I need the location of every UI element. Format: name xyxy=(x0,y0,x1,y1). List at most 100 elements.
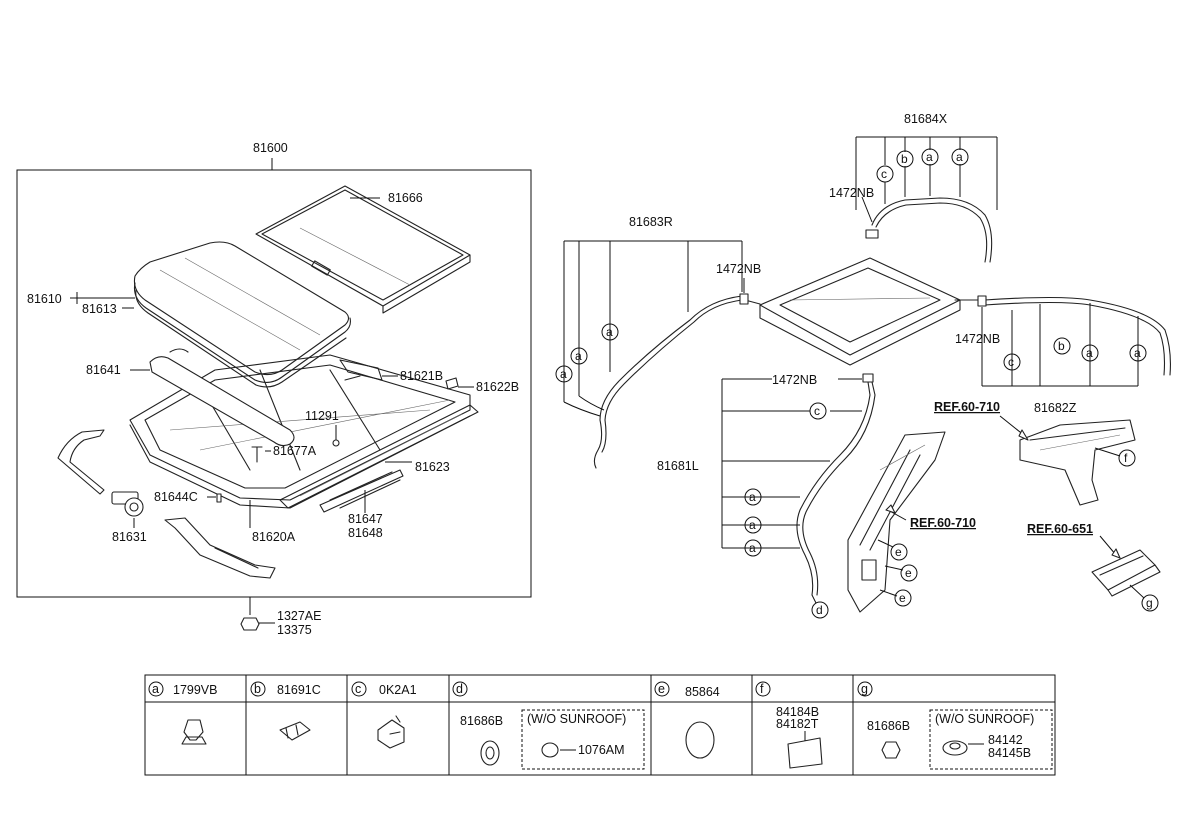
svg-text:a: a xyxy=(926,150,933,164)
grommet-d-icon xyxy=(480,740,500,766)
main-assembly: 81600 81666 81610 81613 xyxy=(16,141,532,637)
grommet-g-icon xyxy=(881,741,901,759)
legend-part-f1: 84184B xyxy=(776,705,819,719)
plug-e-icon xyxy=(685,721,715,759)
label-11291: 11291 xyxy=(305,409,339,423)
label-81681L: 81681L xyxy=(657,459,699,473)
label-81641: 81641 xyxy=(86,363,121,377)
svg-text:g: g xyxy=(1146,596,1153,610)
legend-cell-b: b 81691C xyxy=(250,681,321,741)
legend-part-a: 1799VB xyxy=(173,683,217,697)
label-1472NB-top: 1472NB xyxy=(829,186,874,200)
legend-key-b: b xyxy=(254,682,261,696)
glass-panel-drawing xyxy=(133,241,351,388)
motor-81631-drawing xyxy=(111,491,144,517)
clamp-top-drawing xyxy=(865,229,879,239)
legend-part-d: 81686B xyxy=(460,714,503,728)
drain-bracket-drawing xyxy=(57,429,105,495)
label-81666: 81666 xyxy=(388,191,423,205)
svg-text:a: a xyxy=(560,367,567,381)
legend-note-g: (W/O SUNROOF) xyxy=(935,712,1034,726)
label-81613: 81613 xyxy=(82,302,117,316)
svg-text:a: a xyxy=(749,541,756,555)
legend-key-a: a xyxy=(152,682,159,696)
ref-60-651: REF.60-651 xyxy=(1027,522,1093,536)
label-81648: 81648 xyxy=(348,526,383,540)
rear-body-drawing xyxy=(1019,419,1136,506)
legend-key-f: f xyxy=(760,682,764,696)
ref-60-710-mid: REF.60-710 xyxy=(910,516,976,530)
svg-text:a: a xyxy=(749,490,756,504)
label-1472NB-low: 1472NB xyxy=(772,373,817,387)
svg-text:b: b xyxy=(901,152,908,166)
svg-text:a: a xyxy=(1134,346,1141,360)
legend-part-g: 81686B xyxy=(867,719,910,733)
rail-81623-drawing xyxy=(279,404,479,509)
guide-rail-drawing xyxy=(319,469,404,513)
legend-note-part-d: 1076AM xyxy=(578,743,625,757)
legend-key-c: c xyxy=(355,682,361,696)
label-81621B: 81621B xyxy=(400,369,443,383)
bracket-60-651-drawing xyxy=(1091,549,1161,597)
label-81647: 81647 xyxy=(348,512,383,526)
clip-a-icon xyxy=(183,719,204,741)
ref-60-710-top: REF.60-710 xyxy=(934,400,1000,414)
callout-circles: c b a a a a a c b a a c a a a e e e d f … xyxy=(555,148,1159,619)
deflector-drawing xyxy=(149,348,295,447)
clamp-mid-drawing xyxy=(739,293,749,305)
clamp-low-drawing xyxy=(862,373,874,383)
legend-cell-e: e 85864 xyxy=(654,681,720,759)
label-81610: 81610 xyxy=(27,292,62,306)
label-1327AE: 1327AE xyxy=(277,609,321,623)
legend-part-c: 0K2A1 xyxy=(379,683,417,697)
bolt-81677a-drawing xyxy=(251,446,263,463)
label-81683R: 81683R xyxy=(629,215,673,229)
svg-text:c: c xyxy=(814,404,820,418)
legend-key-e: e xyxy=(658,682,665,696)
bracket-81621b-drawing xyxy=(339,359,383,381)
svg-text:c: c xyxy=(1008,355,1014,369)
lower-bracket-drawing xyxy=(164,517,276,579)
svg-text:e: e xyxy=(895,545,902,559)
svg-text:a: a xyxy=(1086,346,1093,360)
pad-f-icon xyxy=(787,737,823,769)
svg-text:c: c xyxy=(881,167,887,181)
svg-text:a: a xyxy=(606,325,613,339)
clip-81644c-drawing xyxy=(216,493,222,503)
legend-cell-c: c 0K2A1 xyxy=(351,681,417,749)
legend-table: a 1799VB b 81691C c 0K2A1 d 81686B xyxy=(144,674,1056,776)
svg-text:e: e xyxy=(905,566,912,580)
plug-d-icon xyxy=(541,742,559,758)
legend-part-e: 85864 xyxy=(685,685,720,699)
legend-cell-a: a 1799VB xyxy=(148,681,217,745)
legend-note-part-g1: 84142 xyxy=(988,733,1023,747)
svg-text:b: b xyxy=(1058,339,1065,353)
legend-part-b: 81691C xyxy=(277,683,321,697)
label-81684X: 81684X xyxy=(904,112,948,126)
label-81620A: 81620A xyxy=(252,530,296,544)
legend-cell-d: d 81686B (W/O SUNROOF) 1076AM xyxy=(452,681,645,770)
label-1472NB-right: 1472NB xyxy=(955,332,1000,346)
clip-81622b-drawing xyxy=(445,377,459,390)
label-81622B: 81622B xyxy=(476,380,519,394)
screw-11291-drawing xyxy=(332,439,340,447)
label-81644C: 81644C xyxy=(154,490,198,504)
label-1472NB-mid: 1472NB xyxy=(716,262,761,276)
frame-drawing xyxy=(129,354,471,509)
svg-text:a: a xyxy=(575,349,582,363)
clip-b-icon xyxy=(279,721,311,741)
sunshade-drawing xyxy=(255,185,471,314)
label-81677A: 81677A xyxy=(273,444,317,458)
legend-note-d: (W/O SUNROOF) xyxy=(527,712,626,726)
roof-frame-drawing xyxy=(744,257,986,366)
label-13375: 13375 xyxy=(277,623,312,637)
svg-text:e: e xyxy=(899,591,906,605)
svg-text:a: a xyxy=(956,150,963,164)
svg-text:f: f xyxy=(1124,451,1128,465)
svg-text:a: a xyxy=(749,518,756,532)
label-81631: 81631 xyxy=(112,530,147,544)
label-81682Z: 81682Z xyxy=(1034,401,1077,415)
svg-text:d: d xyxy=(816,603,823,617)
pillar-body-drawing xyxy=(847,431,946,613)
